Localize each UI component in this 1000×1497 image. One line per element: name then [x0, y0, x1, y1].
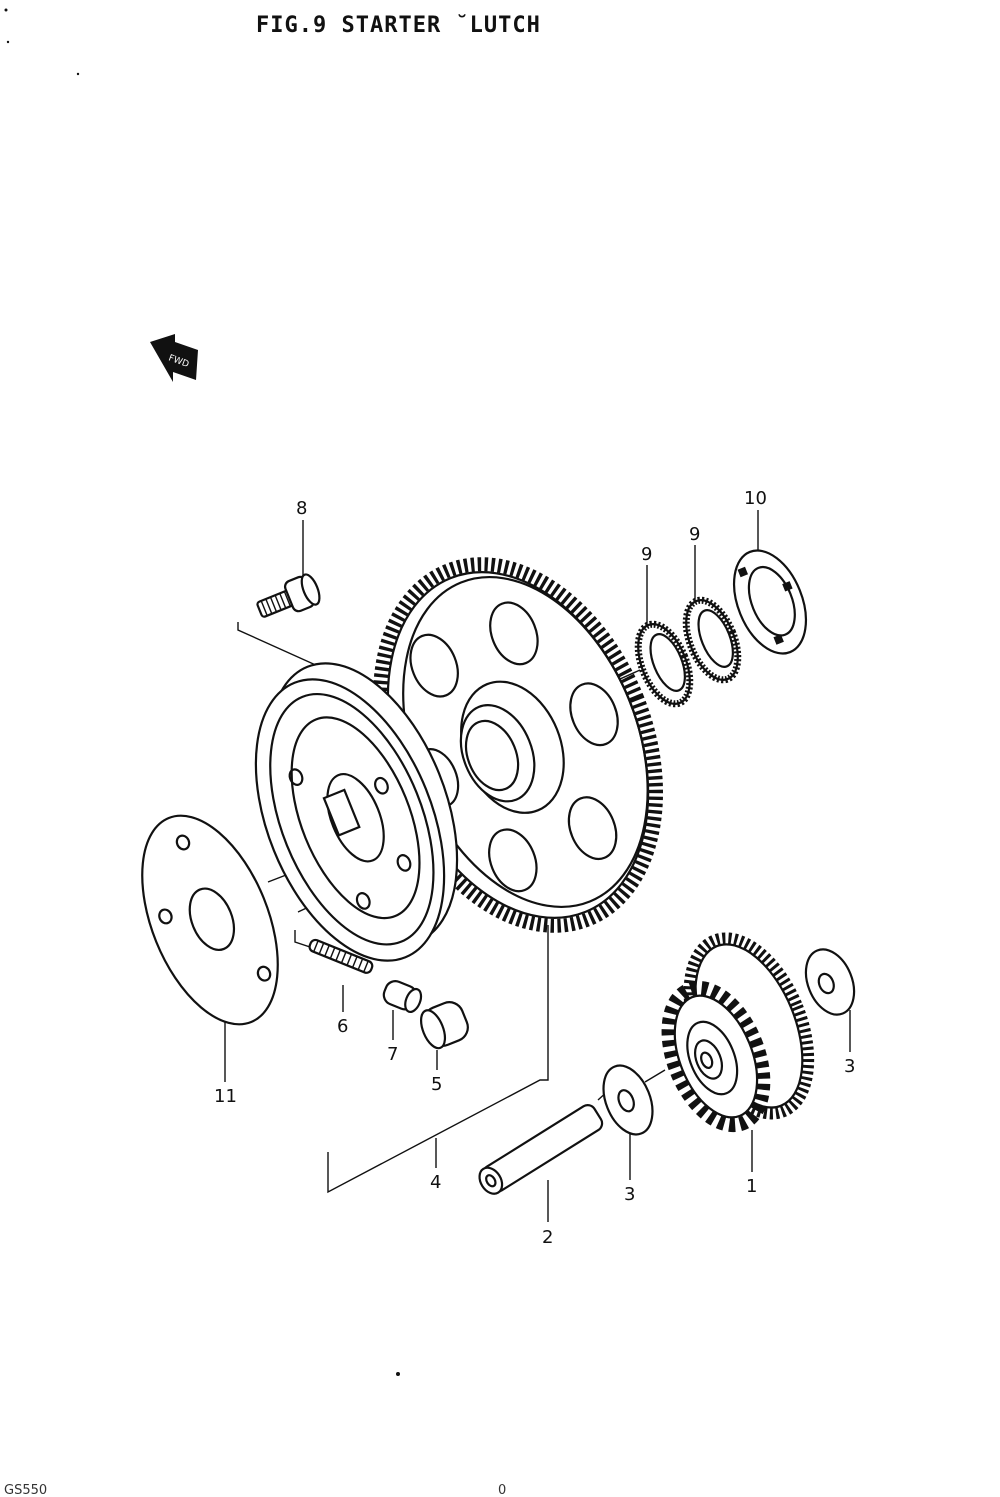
part-10-thrust-washer	[732, 549, 808, 655]
part-6-spring	[308, 938, 374, 974]
starter-clutch-body	[254, 662, 459, 962]
part-7-spring-cap	[382, 980, 423, 1014]
part-9-needle-bearing	[634, 620, 694, 708]
part-5-roller	[419, 1001, 469, 1050]
callout-2: 2	[542, 1227, 553, 1248]
callout-3: 3	[624, 1184, 635, 1205]
part-8-bolt	[256, 573, 321, 618]
callout-10: 10	[744, 488, 767, 509]
figure-title: FIG.9 STARTER ˘LUTCH	[256, 13, 541, 38]
callout-9: 9	[641, 544, 652, 565]
part-9-needle-bearing	[682, 596, 742, 684]
footer-model-code: GS550	[4, 1483, 47, 1497]
callout-11: 11	[214, 1086, 237, 1107]
part-11-clutch-plate	[141, 814, 279, 1026]
part-3-washer	[804, 948, 856, 1016]
part-3-washer	[602, 1064, 654, 1136]
part-2-idle-shaft	[478, 1104, 604, 1195]
part-1-starter-idle-gear	[661, 932, 815, 1133]
footer-page-mark: 0	[498, 1483, 506, 1497]
callout-8: 8	[296, 498, 307, 519]
callout-9: 9	[689, 524, 700, 545]
scan-specks	[4, 8, 400, 1376]
callout-6: 6	[337, 1016, 348, 1037]
front-direction-arrow-icon: FWD	[150, 334, 198, 382]
callout-1: 1	[746, 1176, 757, 1197]
callouts: 8 9 9 10 6 7 5 11 4 3 2 3 1	[214, 488, 855, 1248]
callout-7: 7	[387, 1044, 398, 1065]
callout-3: 3	[844, 1056, 855, 1077]
callout-5: 5	[431, 1074, 442, 1095]
callout-4: 4	[430, 1172, 441, 1193]
